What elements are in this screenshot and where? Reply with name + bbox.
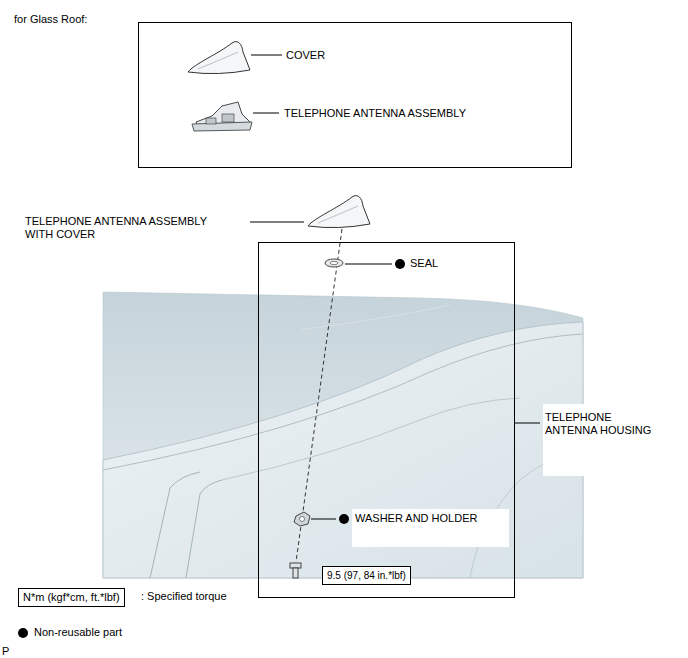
part-label: 9.5 (97, 84 in.*lbf)	[327, 569, 406, 582]
antenna-cover	[188, 42, 250, 74]
label-holder: TELEPHONE ANTENNA ASSEMBLY WITH COVER	[25, 215, 237, 241]
label-holder: : Specified torque	[141, 590, 227, 603]
part-box: TELEPHONE ANTENNA HOUSING9.5 (97, 84 in.…	[258, 242, 515, 598]
non-reusable-mark	[339, 514, 349, 524]
part-name: : Specified torque	[141, 590, 227, 603]
car-roof	[103, 292, 583, 578]
seal	[325, 259, 343, 267]
part-name: WASHER AND HOLDER	[355, 512, 477, 525]
leader-lines	[250, 55, 540, 519]
part-name: for Glass Roof:	[14, 13, 87, 26]
part-box: 9.5 (97, 84 in.*lbf)	[322, 566, 411, 585]
non-reusable-mark	[395, 259, 405, 269]
bolt	[290, 563, 301, 578]
legend-dot	[18, 628, 28, 638]
washer-and-holder	[294, 512, 310, 526]
label-patch	[352, 509, 509, 547]
antenna-assembly-with-cover	[308, 196, 370, 228]
label-holder: SEAL	[410, 257, 438, 270]
legend-item: Non-reusable part	[34, 626, 122, 639]
label-holder: WASHER AND HOLDER	[355, 512, 477, 525]
part-name: P	[2, 645, 9, 658]
part-label: TELEPHONE ANTENNA ASSEMBLY	[284, 107, 466, 120]
part-label: COVER	[286, 49, 325, 62]
part-name: TELEPHONE ANTENNA ASSEMBLY WITH COVER	[25, 215, 237, 241]
part-name: SEAL	[410, 257, 438, 270]
part-label: TELEPHONE ANTENNA HOUSING	[545, 411, 653, 437]
antenna-assembly	[192, 102, 252, 131]
label-holder: for Glass Roof:	[14, 13, 87, 26]
part-box: N*m (kgf*cm, ft.*lbf)	[18, 588, 125, 607]
part-box: COVER TELEPHONE ANTENNA ASSEMBLY	[138, 22, 572, 168]
part-label: N*m (kgf*cm, ft.*lbf)	[23, 591, 120, 604]
label-holder: P	[2, 645, 9, 658]
legend-text: Non-reusable part	[34, 626, 122, 638]
